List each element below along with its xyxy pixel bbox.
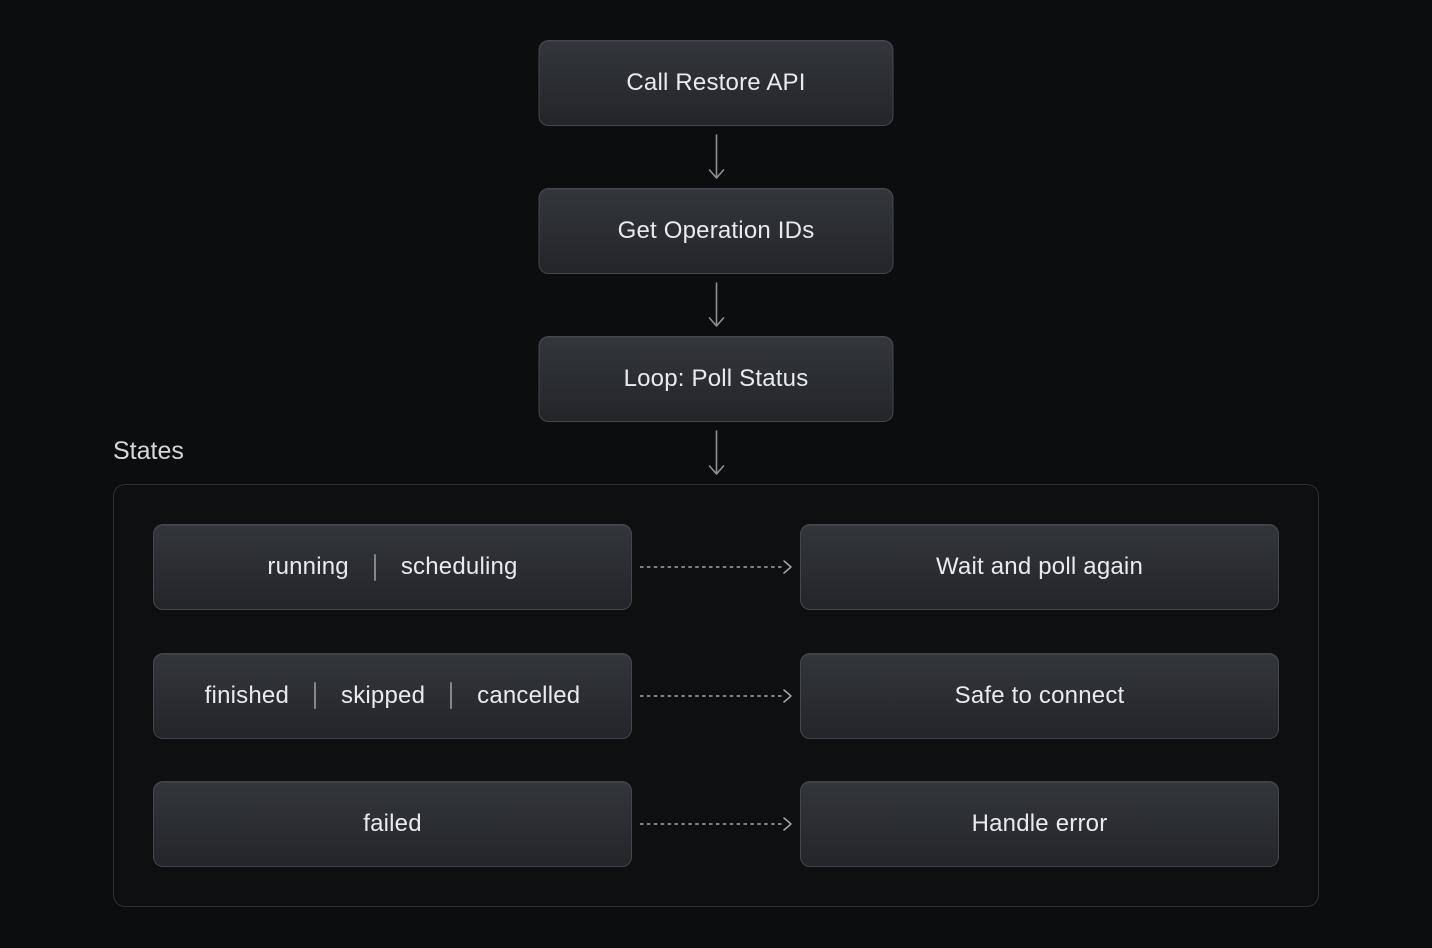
state-divider [314,682,316,709]
state-label: scheduling [400,553,518,580]
arrow-down-icon [708,134,724,179]
flow-step-call-restore-api: Call Restore API [538,40,894,126]
flow-step-label: Get Operation IDs [617,217,815,244]
state-node-finished-skipped-cancelled: finished skipped cancelled [153,652,632,739]
dashed-arrow-right-icon [640,688,792,703]
outcome-label: Handle error [971,810,1108,837]
outcome-node-safe-to-connect: Safe to connect [800,652,1279,739]
flow-step-loop-poll-status: Loop: Poll Status [538,336,894,422]
outcome-label: Safe to connect [954,681,1125,709]
arrow-cell [632,558,800,576]
flow-step-label: Call Restore API [626,69,806,96]
state-divider [450,682,453,709]
outcome-label: Wait and poll again [935,553,1144,580]
state-divider [373,553,376,581]
outcome-node-handle-error: Handle error [800,781,1279,867]
arrow-down-icon [708,282,724,327]
arrow-cell [632,815,800,833]
state-label: cancelled [477,681,581,709]
state-node-running-scheduling: running scheduling [153,524,632,610]
flow-step-label: Loop: Poll Status [623,365,809,392]
state-node-failed: failed [153,781,632,867]
state-label: running [267,553,349,580]
state-label: failed [363,810,422,837]
arrow-down-icon [708,430,724,475]
flow-chain: Call Restore API Get Operation IDs Loop:… [538,40,894,484]
state-label: skipped [341,681,426,709]
state-row-finished: finished skipped cancelled Safe to conne… [153,652,1279,739]
state-row-running: running scheduling Wait and poll again [153,524,1279,610]
arrow-cell [632,687,800,705]
flow-step-get-operation-ids: Get Operation IDs [538,188,894,274]
dashed-arrow-right-icon [640,817,792,831]
outcome-node-wait-and-poll-again: Wait and poll again [800,524,1279,610]
state-row-failed: failed Handle error [153,781,1279,867]
states-panel: running scheduling Wait and poll again f… [113,484,1319,907]
dashed-arrow-right-icon [640,560,792,574]
state-label: finished [204,681,289,709]
states-section-title: States [113,437,184,465]
